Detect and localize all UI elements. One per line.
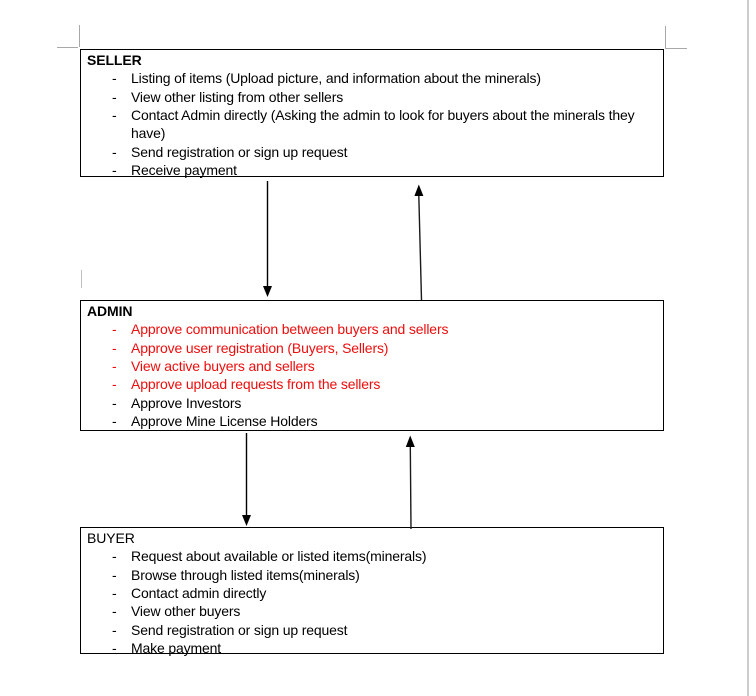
list-item-text: Approve user registration (Buyers, Selle… <box>131 339 389 356</box>
hyphen-bullet: - <box>112 603 117 620</box>
hyphen-bullet: - <box>112 376 117 393</box>
hyphen-bullet: - <box>112 162 117 179</box>
list-item-text: Contact Admin directly (Asking the admin… <box>131 107 635 142</box>
hyphen-bullet: - <box>112 339 117 356</box>
margin-mark-top-right-vertical <box>664 26 666 48</box>
list-item-text: Approve Investors <box>131 394 242 411</box>
hyphen-bullet: - <box>112 566 117 583</box>
page-edge-line <box>746 0 749 696</box>
list-item-text: Make payment <box>131 640 222 657</box>
list-item-text: Listing of items (Upload picture, and in… <box>131 70 541 87</box>
list-item: -Send registration or sign up request <box>81 143 663 161</box>
buyer-item-list: -Request about available or listed items… <box>81 547 663 657</box>
hyphen-bullet: - <box>112 394 117 411</box>
list-item-text: Browse through listed items(minerals) <box>131 566 360 583</box>
hyphen-bullet: - <box>112 621 117 638</box>
arrow-admin-to-seller <box>414 184 424 301</box>
hyphen-bullet: - <box>112 413 117 430</box>
list-item-text: Approve Mine License Holders <box>131 413 318 430</box>
seller-box-title: SELLER <box>87 52 142 68</box>
arrow-seller-to-admin <box>263 181 272 297</box>
list-item: -Approve user registration (Buyers, Sell… <box>81 339 663 357</box>
arrow-admin-to-buyer <box>242 433 251 526</box>
list-item: -View active buyers and sellers <box>81 357 663 375</box>
list-item: -Contact Admin directly (Asking the admi… <box>81 106 663 143</box>
list-item: -Approve Mine License Holders <box>81 412 663 430</box>
margin-mark-top-right-horizontal <box>665 47 687 49</box>
list-item-text: Receive payment <box>131 162 237 179</box>
list-item-text: Request about available or listed items(… <box>131 548 427 565</box>
list-item-text: Contact admin directly <box>131 585 267 602</box>
list-item-text: Approve communication between buyers and… <box>131 321 449 338</box>
hyphen-bullet: - <box>112 70 117 87</box>
list-item: -Approve communication between buyers an… <box>81 320 663 338</box>
list-item-text: View active buyers and sellers <box>131 358 315 375</box>
hyphen-bullet: - <box>112 107 117 124</box>
list-item: -Browse through listed items(minerals) <box>81 566 663 584</box>
buyer-box: BUYER -Request about available or listed… <box>80 527 664 657</box>
hyphen-bullet: - <box>112 640 117 657</box>
seller-item-list: -Listing of items (Upload picture, and i… <box>81 69 663 179</box>
text-cursor-tick <box>80 270 82 288</box>
list-item-text: Send registration or sign up request <box>131 143 348 160</box>
list-item: -Request about available or listed items… <box>81 547 663 565</box>
list-item: -Send registration or sign up request <box>81 621 663 639</box>
list-item: -Approve Investors <box>81 394 663 412</box>
list-item: -View other buyers <box>81 602 663 620</box>
arrow-buyer-to-admin <box>405 435 415 530</box>
list-item-text: View other listing from other sellers <box>131 88 344 105</box>
list-item: -Approve upload requests from the seller… <box>81 375 663 393</box>
seller-box: SELLER -Listing of items (Upload picture… <box>80 49 664 179</box>
list-item: -Make payment <box>81 639 663 657</box>
admin-item-list: -Approve communication between buyers an… <box>81 320 663 430</box>
admin-box-title: ADMIN <box>87 303 133 319</box>
list-item: -Listing of items (Upload picture, and i… <box>81 69 663 87</box>
list-item-text: View other buyers <box>131 603 241 620</box>
hyphen-bullet: - <box>112 585 117 602</box>
list-item: -View other listing from other sellers <box>81 88 663 106</box>
hyphen-bullet: - <box>112 88 117 105</box>
margin-mark-top-left-vertical <box>78 25 80 47</box>
list-item-text: Send registration or sign up request <box>131 621 348 638</box>
hyphen-bullet: - <box>112 143 117 160</box>
list-item: -Receive payment <box>81 161 663 179</box>
admin-box: ADMIN -Approve communication between buy… <box>80 300 664 431</box>
buyer-box-title: BUYER <box>87 530 135 546</box>
list-item: -Contact admin directly <box>81 584 663 602</box>
list-item-text: Approve upload requests from the sellers <box>131 376 381 393</box>
margin-mark-top-left-horizontal <box>57 46 78 48</box>
hyphen-bullet: - <box>112 321 117 338</box>
hyphen-bullet: - <box>112 358 117 375</box>
hyphen-bullet: - <box>112 548 117 565</box>
